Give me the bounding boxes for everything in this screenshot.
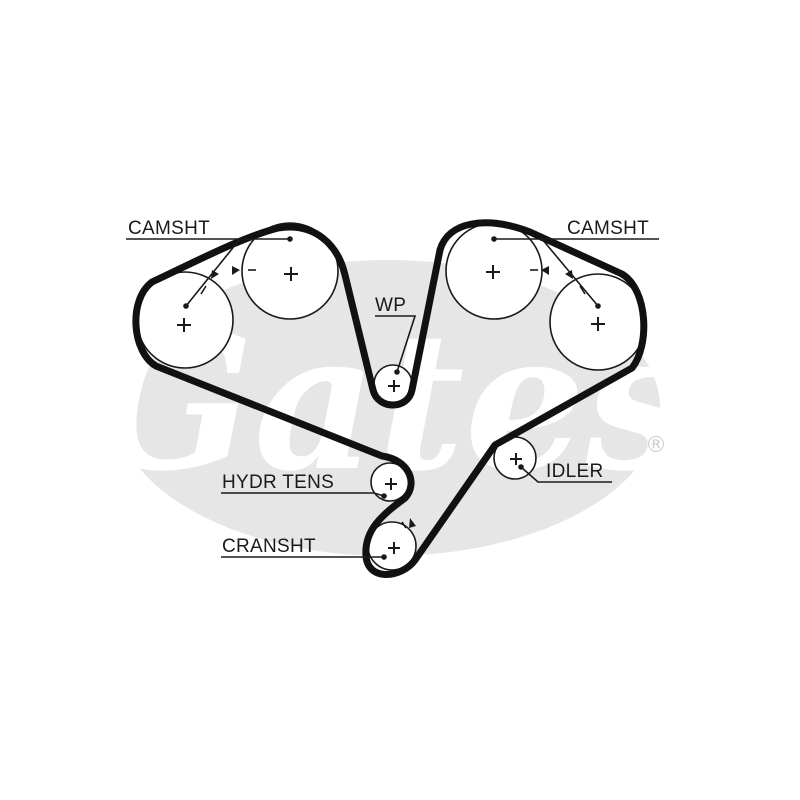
leader-dot-camshaft-right-b — [595, 303, 601, 309]
label-crankshaft: CRANSHT — [222, 536, 316, 557]
leader-water-pump — [375, 315, 417, 373]
timing-mark-right-outer — [579, 285, 586, 295]
leader-dot-hydraulic-tensioner — [381, 493, 387, 499]
center-cross-idler — [510, 453, 522, 465]
leader-camshaft-left — [126, 238, 290, 307]
leader-camshaft-right — [494, 238, 659, 307]
label-hydraulic-tensioner: HYDR TENS — [222, 472, 334, 493]
leader-dot-camshaft-left-a — [287, 236, 293, 242]
label-camshaft-left: CAMSHT — [128, 218, 210, 239]
leader-dot-camshaft-right-a — [491, 236, 497, 242]
timing-arrow-crankshaft — [409, 518, 416, 528]
leader-hydraulic-tensioner — [221, 492, 385, 497]
center-cross-hydraulic-tensioner — [385, 478, 397, 490]
label-water-pump: WP — [375, 295, 406, 316]
registered-mark: ® — [645, 433, 667, 458]
timing-belt — [132, 219, 648, 578]
center-cross-camshaft-right-outer — [591, 317, 605, 331]
component-labels: CAMSHT CAMSHT WP HYDR TENS CRANSHT IDLER — [128, 218, 649, 557]
leader-dot-crankshaft — [381, 554, 387, 560]
leader-dot-camshaft-left-b — [183, 303, 189, 309]
leader-lines — [126, 236, 659, 560]
label-camshaft-right: CAMSHT — [567, 218, 649, 239]
timing-arrow-left-inner — [232, 266, 240, 275]
pulley-centers — [177, 265, 605, 554]
label-idler: IDLER — [546, 461, 603, 482]
leader-dot-water-pump — [394, 369, 400, 375]
center-cross-crankshaft — [388, 542, 400, 554]
center-cross-camshaft-right-inner — [486, 265, 500, 279]
timing-arrow-right-outer — [565, 270, 573, 279]
leader-idler — [520, 466, 612, 483]
center-cross-water-pump — [388, 380, 400, 392]
timing-arrow-right-inner — [541, 266, 549, 275]
timing-mark-crankshaft — [401, 521, 407, 529]
timing-mark-left-outer — [200, 285, 207, 295]
center-cross-camshaft-left-inner — [284, 267, 298, 281]
leader-dot-idler — [518, 464, 524, 470]
center-cross-camshaft-left-outer — [177, 318, 191, 332]
timing-marks — [200, 266, 586, 529]
